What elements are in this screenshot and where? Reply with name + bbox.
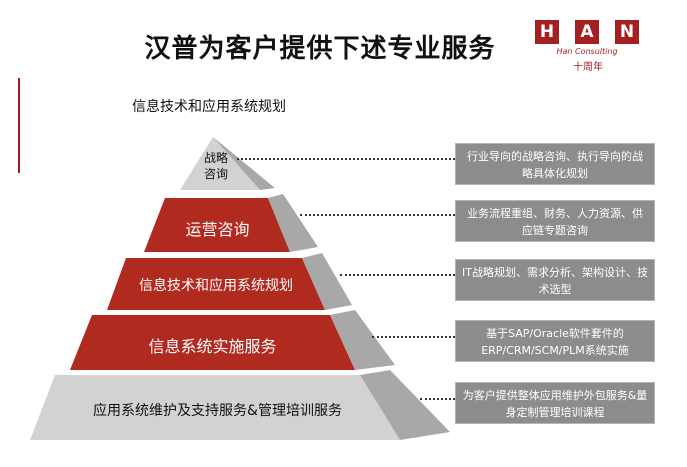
connector-2 [300,214,455,216]
tier-3-side [302,253,352,310]
tier-5-description: 为客户提供整体应用维护外包服务&量身定制管理培训课程 [455,382,655,424]
left-accent-rule [18,78,20,173]
tier-4-front [70,315,355,370]
tier-2-front [144,198,290,252]
tier-4-label: 信息系统实施服务 [148,337,277,356]
connector-3 [340,274,455,276]
tier-1-label-line1: 战略 [203,151,228,165]
tier-4-side [330,310,395,370]
han-logo: H A N Han Consulting 十周年 [535,20,675,90]
tier-2-label: 运营咨询 [185,220,250,239]
tier-1-label-line2: 咨询 [203,167,228,181]
logo-letter-h: H [535,20,559,44]
tier-1-label: 战略 咨询 [196,150,236,182]
tier-1-side [213,137,275,190]
tier-5-side [360,370,450,440]
connector-5 [420,398,455,400]
tier-5-front [30,375,400,440]
logo-letter-a: A [575,20,599,44]
page-title: 汉普为客户提供下述专业服务 [144,34,496,64]
connector-1 [237,158,455,160]
logo-motto: 十周年 [573,62,603,73]
tier-3-description: IT战略规划、需求分析、架构设计、技术选型 [455,259,655,301]
connector-4 [372,336,455,338]
tier-5-label: 应用系统维护及支持服务&管理培训服务 [93,403,342,419]
tier-4-description: 基于SAP/Oracle软件套件的ERP/CRM/SCM/PLM系统实施 [455,320,655,362]
page-subtitle: 信息技术和应用系统规划 [132,99,286,115]
tier-2-description: 业务流程重组、财务、人力资源、供应链专题咨询 [455,200,655,242]
tier-2-side [268,194,318,252]
tier-1-front [180,137,260,190]
tier-1-description: 行业导向的战略咨询、执行导向的战略具体化规划 [455,143,655,185]
logo-tagline: Han Consulting [556,47,618,56]
tier-3-front [107,258,325,310]
logo-letter-n: N [615,20,639,44]
tier-3-label: 信息技术和应用系统规划 [139,278,293,294]
